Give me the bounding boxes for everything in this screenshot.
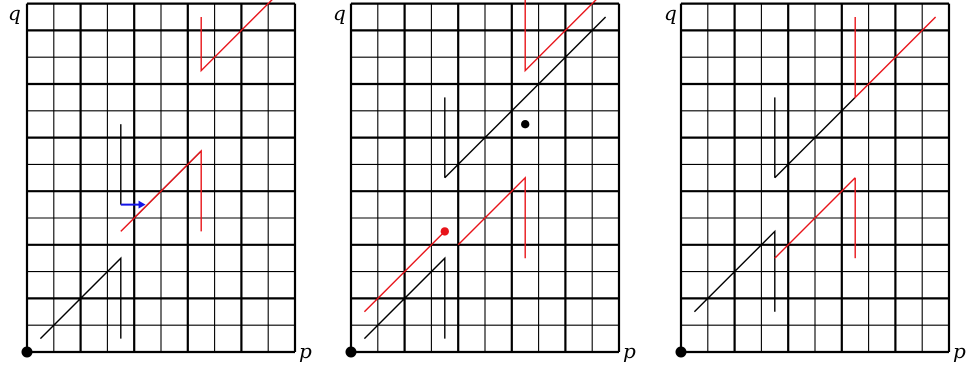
panel-3: q p: [664, 1, 966, 363]
black-dot: [21, 346, 33, 358]
panel-2-grid: [349, 2, 621, 354]
panel-3-p-label: p: [953, 339, 966, 363]
black-dot: [521, 120, 530, 129]
panel-2: q p: [333, 0, 636, 363]
red-dot: [440, 227, 449, 236]
panel-2-p-label: p: [623, 339, 636, 363]
red-path-segment: [200, 0, 273, 73]
black-path-segment: [693, 229, 776, 313]
black-path-segment: [774, 96, 856, 179]
panel-1-grid: [25, 2, 297, 354]
red-path-segment: [120, 149, 202, 232]
red-path-segment: [774, 177, 856, 259]
black-path-segment: [39, 256, 122, 340]
red-path-segment: [457, 176, 526, 259]
panel-1-q-label: q: [8, 1, 21, 25]
panel-1: q p: [8, 0, 312, 363]
red-path-segment: [524, 0, 597, 73]
panel-3-grid: [679, 2, 951, 354]
panel-2-q-label: q: [333, 1, 346, 25]
panel-1-p-label: p: [299, 339, 312, 363]
black-dot: [675, 346, 687, 358]
panel-1-paths: [21, 0, 273, 358]
red-path-segment: [363, 230, 446, 313]
panel-3-q-label: q: [664, 1, 677, 25]
red-path-segment: [854, 16, 937, 100]
black-path-segment: [363, 256, 446, 340]
black-path-segment: [444, 16, 607, 179]
panel-3-paths: [675, 16, 937, 358]
panel-2-paths: [345, 0, 607, 358]
black-dot: [345, 346, 357, 358]
blue-arrowhead: [138, 200, 146, 209]
